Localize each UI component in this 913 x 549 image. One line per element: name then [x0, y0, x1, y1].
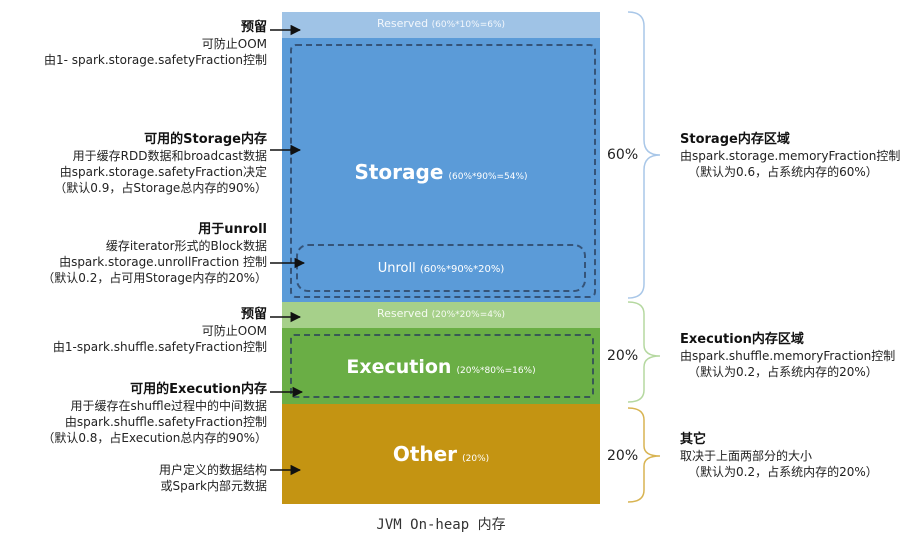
footer-caption: JVM On-heap 内存 — [376, 517, 506, 533]
reserved-execution-detail: (20%*20%=4%) — [431, 310, 506, 320]
unroll-detail: (60%*90%*20%) — [419, 264, 505, 275]
unroll-line1: 缓存iterator形式的Block数据 — [105, 239, 267, 253]
annotation-unroll: 用于unroll 缓存iterator形式的Block数据 由spark.sto… — [42, 222, 267, 286]
execution-detail: (20%*80%=16%) — [456, 366, 536, 376]
other-region-title: 其它 — [680, 432, 707, 447]
other-line1: 用户定义的数据结构 — [158, 463, 267, 477]
reserved-storage-line1: 可防止OOM — [201, 37, 267, 51]
usable-execution-title: 可用的Execution内存 — [130, 382, 267, 397]
unroll-title: 用于unroll — [198, 222, 267, 237]
unroll-line3: （默认0.2，占可用Storage内存的20%） — [42, 271, 267, 285]
reserved-storage-line2: 由1- spark.storage.safetyFraction控制 — [43, 53, 267, 67]
reserved-execution-line2: 由1-spark.shuffle.safetyFraction控制 — [52, 340, 267, 354]
execution-dashed-region — [290, 334, 594, 398]
execution-block — [282, 328, 600, 404]
execution-region-title: Execution内存区域 — [680, 332, 804, 347]
unroll-label: Unroll (60%*90%*20%) — [296, 261, 586, 276]
execution-region-line1: 由spark.shuffle.memoryFraction控制 — [680, 349, 896, 363]
reserved-storage-label: Reserved (60%*10%=6%) — [282, 17, 600, 30]
annotation-execution-region: Execution内存区域 由spark.shuffle.memoryFract… — [680, 332, 895, 380]
other-percent: 20% — [607, 448, 639, 464]
storage-block — [282, 38, 600, 302]
storage-percent: 60% — [607, 147, 639, 163]
unroll-name: Unroll — [377, 261, 416, 276]
other-block — [282, 404, 600, 504]
other-line2: 或Spark内部元数据 — [160, 479, 267, 493]
reserved-execution-label: Reserved (20%*20%=4%) — [282, 307, 600, 320]
storage-detail: (60%*90%=54%) — [448, 172, 528, 182]
storage-region-line2: （默认为0.6，占系统内存的60%） — [688, 165, 878, 179]
brace-execution — [627, 301, 661, 403]
other-region-line2: （默认为0.2，占系统内存的20%） — [688, 465, 878, 479]
reserved-execution-name: Reserved — [376, 307, 429, 320]
storage-region-line1: 由spark.storage.memoryFraction控制 — [680, 149, 901, 163]
annotation-usable-execution: 可用的Execution内存 用于缓存在shuffle过程中的中间数据 由spa… — [42, 382, 267, 446]
reserved-execution-block — [282, 302, 600, 328]
annotation-reserved-storage: 预留 可防止OOM 由1- spark.storage.safetyFracti… — [44, 20, 267, 68]
other-name: Other — [392, 442, 458, 466]
usable-storage-line3: （默认0.9，占Storage总内存的90%） — [54, 181, 267, 195]
storage-dashed-region — [290, 44, 596, 298]
brace-storage — [627, 11, 661, 299]
reserved-storage-name: Reserved — [376, 17, 429, 30]
storage-region-title: Storage内存区域 — [680, 132, 790, 147]
other-label: Other (20%) — [282, 442, 600, 466]
execution-region-line2: （默认为0.2，占系统内存的20%） — [688, 365, 878, 379]
brace-other — [627, 407, 661, 503]
reserved-execution-title: 预留 — [240, 307, 267, 322]
annotation-other: 用户定义的数据结构 或Spark内部元数据 — [159, 462, 267, 494]
usable-storage-line2: 由spark.storage.safetyFraction决定 — [59, 165, 267, 179]
usable-storage-line1: 用于缓存RDD数据和broadcast数据 — [72, 149, 267, 163]
annotation-reserved-execution: 预留 可防止OOM 由1-spark.shuffle.safetyFractio… — [53, 307, 267, 355]
execution-percent: 20% — [607, 348, 639, 364]
unroll-line2: 由spark.storage.unrollFraction 控制 — [59, 255, 267, 269]
annotation-usable-storage: 可用的Storage内存 用于缓存RDD数据和broadcast数据 由spar… — [54, 132, 267, 196]
execution-name: Execution — [346, 356, 452, 378]
usable-execution-line2: 由spark.shuffle.safetyFraction控制 — [64, 415, 267, 429]
annotation-storage-region: Storage内存区域 由spark.storage.memoryFractio… — [680, 132, 900, 180]
reserved-storage-block — [282, 12, 600, 38]
other-region-line1: 取决于上面两部分的大小 — [680, 449, 813, 463]
storage-name: Storage — [354, 160, 444, 184]
usable-storage-title: 可用的Storage内存 — [144, 132, 267, 147]
other-detail: (20%) — [462, 454, 490, 464]
reserved-storage-title: 预留 — [240, 20, 267, 35]
execution-label: Execution (20%*80%=16%) — [282, 356, 600, 378]
reserved-storage-detail: (60%*10%=6%) — [431, 20, 506, 30]
storage-label: Storage (60%*90%=54%) — [282, 160, 600, 184]
annotation-other-region: 其它 取决于上面两部分的大小 （默认为0.2，占系统内存的20%） — [680, 432, 878, 480]
usable-execution-line3: （默认0.8，占Execution总内存的90%） — [42, 431, 267, 445]
reserved-execution-line1: 可防止OOM — [201, 324, 267, 338]
usable-execution-line1: 用于缓存在shuffle过程中的中间数据 — [70, 399, 267, 413]
